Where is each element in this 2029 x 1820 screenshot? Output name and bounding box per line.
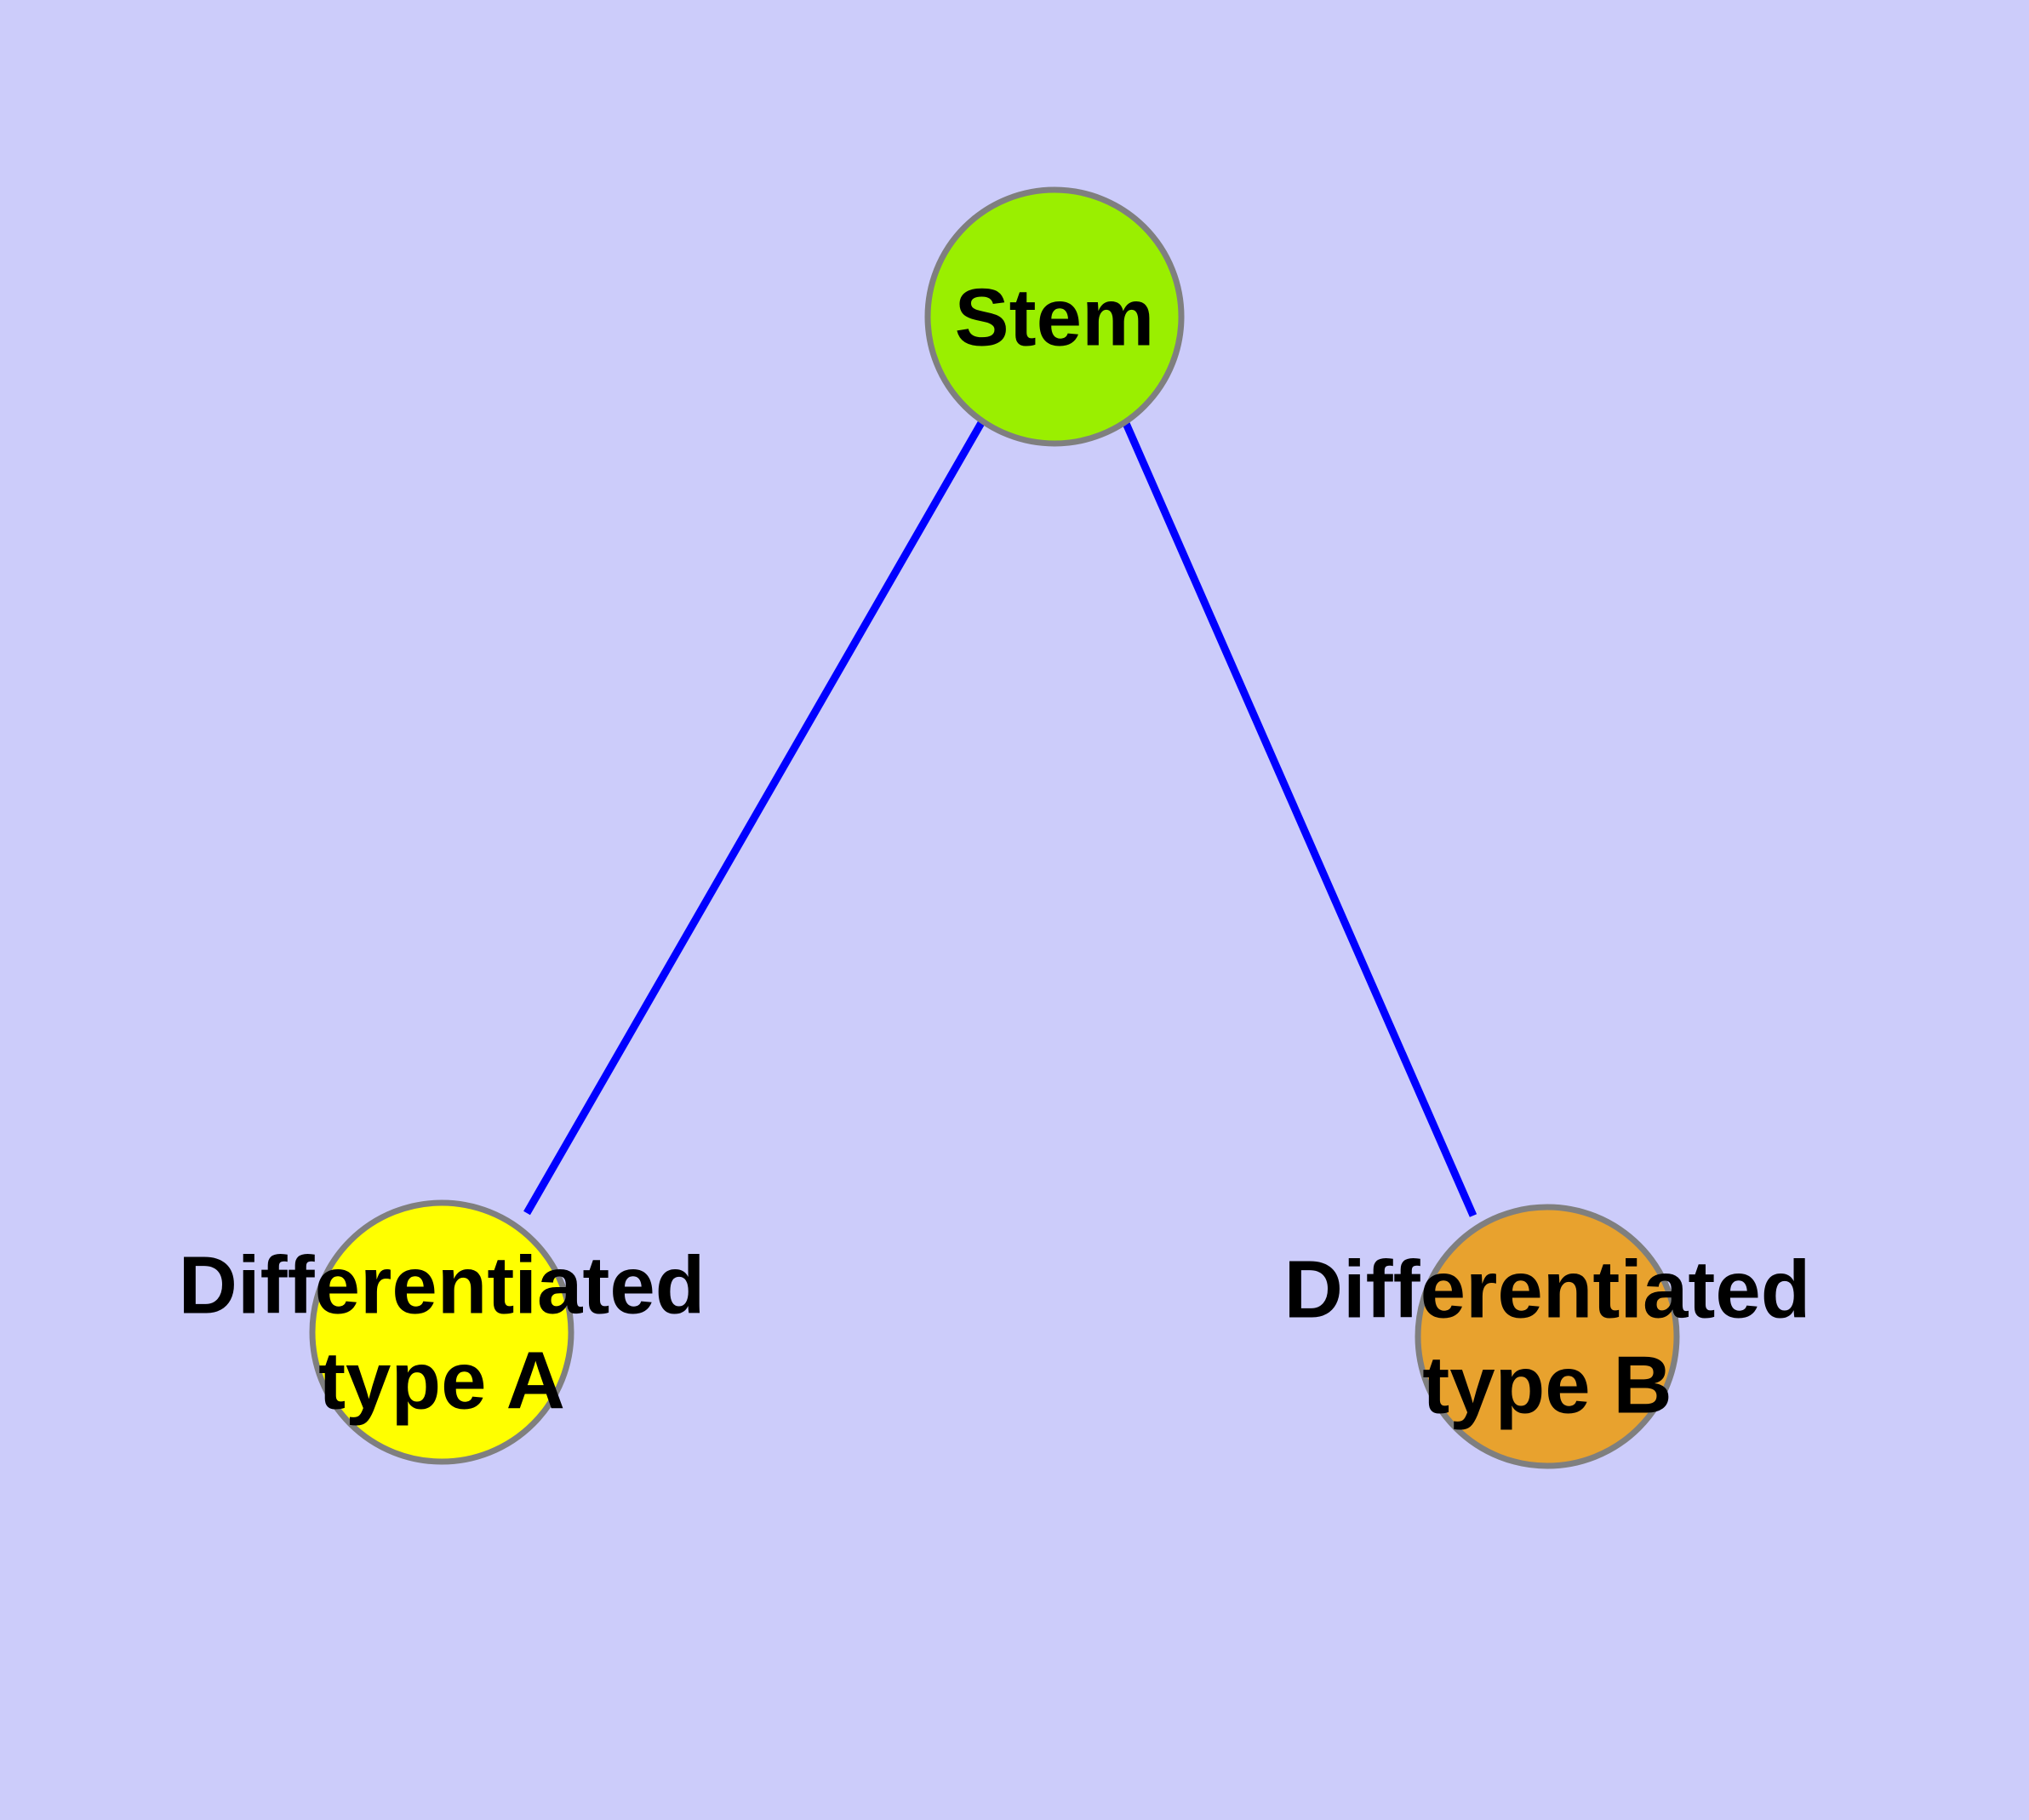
node-differentiated-b[interactable] [1415,1204,1680,1469]
node-circle-differentiated-a[interactable] [309,1199,574,1465]
node-label-line: type B [1422,1340,1672,1431]
node-stem[interactable] [924,186,1185,447]
node-circle-differentiated-b[interactable] [1415,1204,1680,1469]
node-label-stem: Stem [955,272,1155,363]
node-label-line: Differentiated [1284,1245,1811,1336]
edges-layer [523,419,1477,1217]
edge-stem-to-a[interactable] [523,419,986,1216]
node-circle-stem[interactable] [924,186,1185,447]
edge-stem-to-b[interactable] [1121,420,1477,1217]
node-label-line: Stem [955,272,1155,363]
node-label-line: Differentiated [179,1240,706,1331]
node-differentiated-a[interactable] [309,1199,574,1465]
node-label-line: type A [318,1336,565,1427]
